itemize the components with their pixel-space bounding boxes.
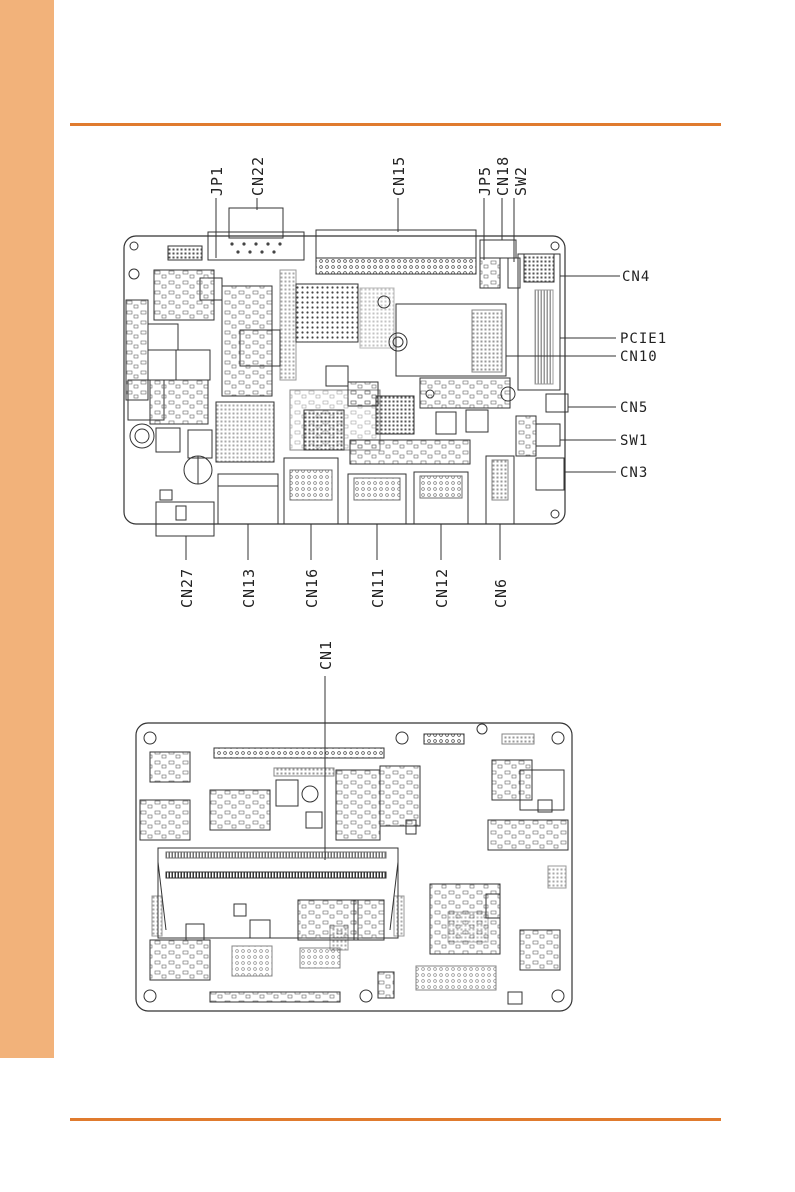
top-board [124, 198, 620, 560]
cn27-connector [156, 502, 214, 536]
cn15-connector [316, 230, 476, 258]
cn18-connector [480, 240, 516, 258]
top-board-bottom-labels: CN27 CN13 CN16 CN11 CN12 CN6 [178, 568, 510, 608]
label-cn10: CN10 [620, 349, 658, 365]
mount-hole [144, 732, 156, 744]
bottom-board [136, 676, 572, 1011]
label-cn5: CN5 [620, 400, 648, 416]
label-cn4: CN4 [622, 269, 650, 285]
label-jp1: JP1 [208, 166, 226, 196]
top-board-right-labels: CN4 PCIE1 CN10 CN5 SW1 CN3 [620, 269, 667, 481]
sw1-switch [536, 424, 560, 446]
mount-hole [551, 510, 559, 518]
label-cn12: CN12 [433, 568, 451, 608]
mount-hole [551, 242, 559, 250]
cpu-bga [296, 284, 358, 342]
label-cn18: CN18 [494, 156, 512, 196]
label-cn27: CN27 [178, 568, 196, 608]
label-cn16: CN16 [303, 568, 321, 608]
label-pcie1: PCIE1 [620, 331, 667, 347]
label-cn15: CN15 [390, 156, 408, 196]
label-sw1: SW1 [620, 433, 648, 449]
chip [376, 396, 414, 434]
label-cn3: CN3 [620, 465, 648, 481]
mount-hole [144, 990, 156, 1002]
bottom-board-labels: CN1 [317, 640, 335, 670]
label-cn22: CN22 [249, 156, 267, 196]
label-cn11: CN11 [369, 568, 387, 608]
mount-hole [552, 990, 564, 1002]
cn3-connector [536, 458, 564, 490]
cn13-connector [218, 474, 278, 524]
label-cn6: CN6 [492, 578, 510, 608]
cn22-connector [229, 208, 283, 238]
mount-hole [552, 732, 564, 744]
mount-hole [130, 242, 138, 250]
label-cn1: CN1 [317, 640, 335, 670]
mount-hole [129, 269, 139, 279]
label-jp5: JP5 [476, 166, 494, 196]
label-cn13: CN13 [240, 568, 258, 608]
label-sw2: SW2 [512, 166, 530, 196]
top-board-top-labels: JP1 CN22 CN15 JP5 CN18 SW2 [208, 156, 530, 196]
